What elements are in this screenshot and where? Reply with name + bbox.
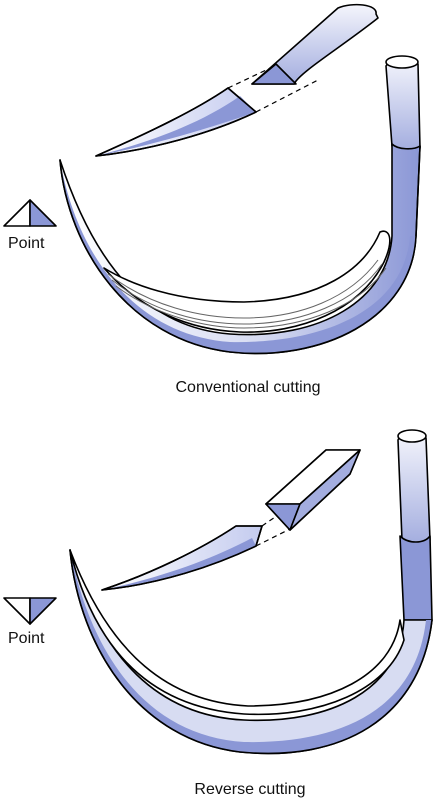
reverse-needle xyxy=(69,429,433,755)
point-detail-shaft xyxy=(251,3,379,85)
point-detail-shaft xyxy=(265,449,361,531)
point-cross-section-icon xyxy=(3,199,57,227)
point-cross-section-icon xyxy=(3,597,57,625)
point-label: Point xyxy=(8,630,45,647)
section-guide-line xyxy=(255,79,319,113)
point-detail-blade xyxy=(101,525,263,591)
reverse-cutting-panel: Point Reve xyxy=(3,429,433,798)
caption-reverse-cutting: Reverse cutting xyxy=(194,781,305,798)
point-label: Point xyxy=(8,235,45,252)
point-detail-blade xyxy=(95,87,257,157)
section-guide-line xyxy=(255,527,293,547)
conventional-cutting-panel: Point xyxy=(3,3,421,396)
conventional-needle xyxy=(59,55,421,355)
caption-conventional-cutting: Conventional cutting xyxy=(176,379,321,396)
